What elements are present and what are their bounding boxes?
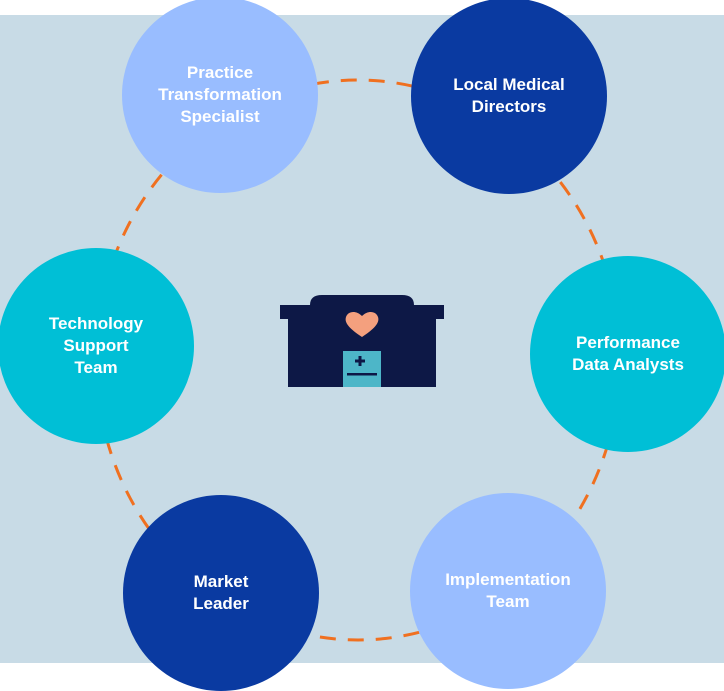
node-local-medical-directors: Local Medical Directors [411, 0, 607, 194]
node-implementation-team: Implementation Team [410, 493, 606, 689]
node-practice-transformation-specialist: Practice Transformation Specialist [122, 0, 318, 193]
node-market-leader: Market Leader [123, 495, 319, 691]
node-technology-support-team: Technology Support Team [0, 248, 194, 444]
node-performance-data-analysts: Performance Data Analysts [530, 256, 724, 452]
hospital-heart-icon [280, 295, 444, 387]
